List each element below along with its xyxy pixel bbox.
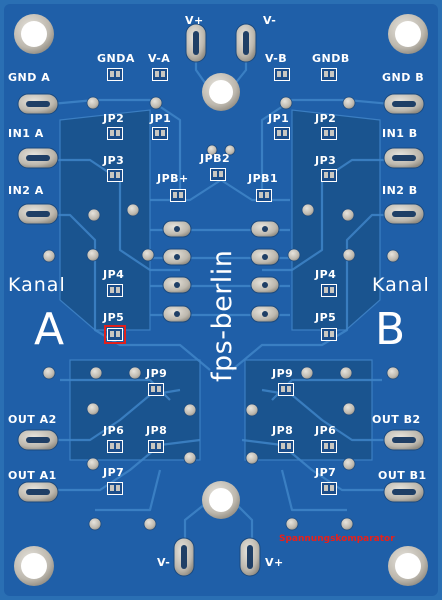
kanal-b-label: Kanal [372, 274, 430, 296]
out-a2-label: OUT A2 [8, 413, 57, 426]
kanal-a-label: Kanal [8, 274, 66, 296]
jp3-right-label: JP3 [315, 154, 337, 167]
jumper-jp9-right[interactable] [278, 383, 294, 396]
gnda-label: GNDA [97, 52, 135, 65]
jpb2-label: JPB2 [200, 152, 231, 165]
jumper-jp4-left[interactable] [107, 284, 123, 297]
v-b-label: V-B [265, 52, 288, 65]
jumper-gnda[interactable] [107, 68, 123, 81]
jp7-right-label: JP7 [315, 466, 337, 479]
jp5-left-label: JP5 [103, 311, 125, 324]
jumper-jp9-left[interactable] [148, 383, 164, 396]
jumper-jp8-right[interactable] [278, 440, 294, 453]
gnd-a-label: GND A [8, 71, 51, 84]
channel-a-letter: A [34, 304, 65, 355]
jumper-jp8-left[interactable] [148, 440, 164, 453]
jumper-gndb[interactable] [321, 68, 337, 81]
jp6-left-label: JP6 [103, 424, 125, 437]
bottom-v-minus-label: V- [157, 556, 171, 569]
jp1-left-label: JP1 [150, 112, 172, 125]
out-b1-label: OUT B1 [378, 469, 427, 482]
jp8-right-label: JP8 [272, 424, 294, 437]
jumper-jp5-right[interactable] [321, 328, 337, 341]
jumper-jp2-left[interactable] [107, 127, 123, 140]
bottom-v-plus-label: V+ [265, 556, 284, 569]
jp2-left-label: JP2 [103, 112, 125, 125]
jp4-right-label: JP4 [315, 268, 337, 281]
jumper-jp7-left[interactable] [107, 482, 123, 495]
jumper-jpb1[interactable] [256, 189, 272, 202]
in1-b-label: IN1 B [382, 127, 418, 140]
jumper-v-a[interactable] [152, 68, 168, 81]
out-b2-label: OUT B2 [372, 413, 421, 426]
product-label: Spannungskomparator [279, 534, 395, 544]
jumper-v-b[interactable] [274, 68, 290, 81]
jpb1-label: JPB1 [248, 172, 279, 185]
brand-vertical-text: fps-berlin [207, 249, 238, 382]
jumper-jp4-right[interactable] [321, 284, 337, 297]
jp6-right-label: JP6 [315, 424, 337, 437]
jp9-right-label: JP9 [272, 367, 294, 380]
jumper-jp6-left[interactable] [107, 440, 123, 453]
jp2-right-label: JP2 [315, 112, 337, 125]
in2-a-label: IN2 A [8, 184, 44, 197]
channel-b-letter: B [375, 304, 406, 355]
top-v-minus-label: V- [263, 14, 277, 27]
top-v-plus-label: V+ [185, 14, 204, 27]
jp3-left-label: JP3 [103, 154, 125, 167]
in2-b-label: IN2 B [382, 184, 418, 197]
jumper-jp2-right[interactable] [321, 127, 337, 140]
gnd-b-label: GND B [382, 71, 425, 84]
jp4-left-label: JP4 [103, 268, 125, 281]
jumper-jp6-right[interactable] [321, 440, 337, 453]
jp9-left-label: JP9 [146, 367, 168, 380]
jumper-jpb2[interactable] [210, 168, 226, 181]
v-a-label: V-A [148, 52, 171, 65]
in1-a-label: IN1 A [8, 127, 44, 140]
jumper-jpb-plus[interactable] [170, 189, 186, 202]
jumper-jp3-left[interactable] [107, 169, 123, 182]
jp8-left-label: JP8 [146, 424, 168, 437]
jumper-jp1-right[interactable] [274, 127, 290, 140]
jpb-plus-label: JPB+ [157, 172, 189, 185]
jumper-jp1-left[interactable] [152, 127, 168, 140]
jp7-left-label: JP7 [103, 466, 125, 479]
jumper-jp5-left-selected[interactable] [104, 325, 126, 344]
jumper-jp7-right[interactable] [321, 482, 337, 495]
jumper-jp3-right[interactable] [321, 169, 337, 182]
jp5-right-label: JP5 [315, 311, 337, 324]
out-a1-label: OUT A1 [8, 469, 57, 482]
gndb-label: GNDB [312, 52, 350, 65]
jp1-right-label: JP1 [268, 112, 290, 125]
